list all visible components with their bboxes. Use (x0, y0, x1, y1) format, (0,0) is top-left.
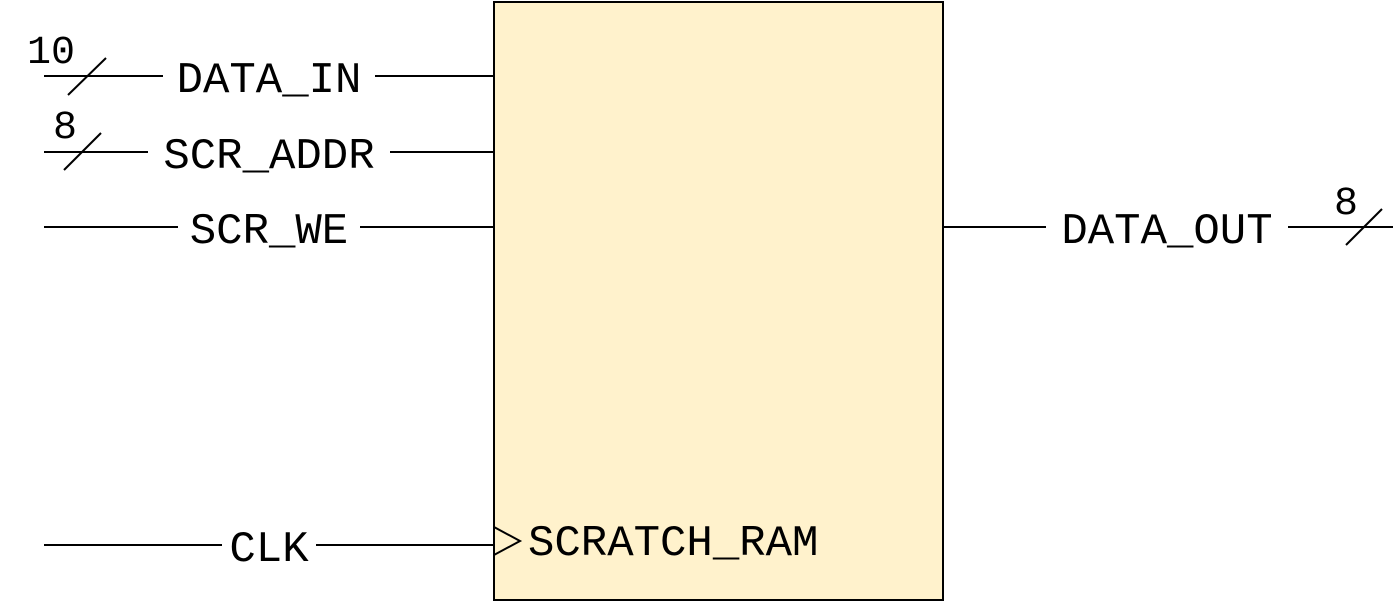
input-port-clk: CLK (44, 525, 520, 575)
block-name-label: SCRATCH_RAM (528, 519, 818, 569)
scr-addr-label: SCR_ADDR (163, 132, 374, 182)
data-in-label: DATA_IN (177, 56, 362, 106)
data-in-bus-width: 10 (27, 31, 75, 76)
scratch-ram-block (494, 2, 943, 600)
clk-label: CLK (229, 525, 309, 575)
data-out-bus-width: 8 (1334, 182, 1358, 227)
scr-we-label: SCR_WE (190, 207, 348, 257)
output-port-data-out: 8 DATA_OUT (943, 182, 1393, 257)
scr-addr-bus-width: 8 (53, 106, 77, 151)
input-port-scr-we: SCR_WE (44, 207, 494, 257)
input-port-scr-addr: 8 SCR_ADDR (44, 106, 494, 182)
input-port-data-in: 10 DATA_IN (27, 31, 494, 106)
data-out-label: DATA_OUT (1061, 207, 1272, 257)
